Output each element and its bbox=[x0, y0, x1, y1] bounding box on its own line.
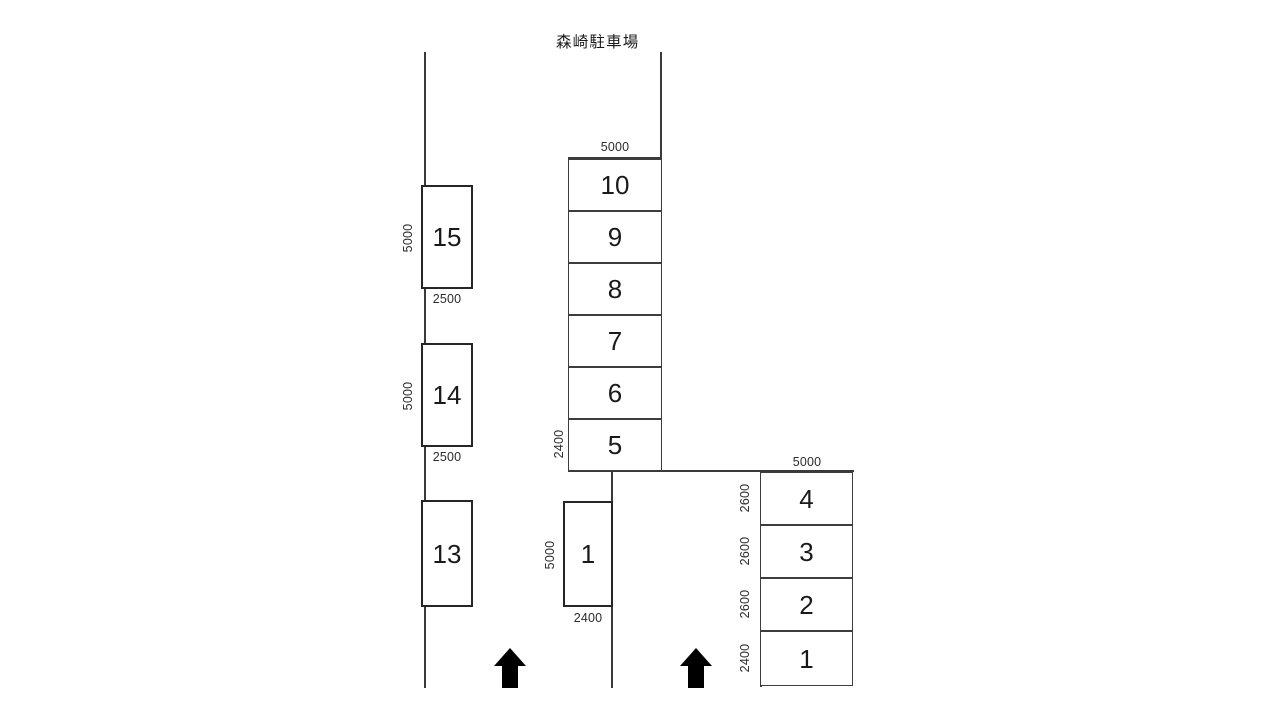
stall-7[interactable]: 7 bbox=[568, 315, 662, 367]
middle-to-right-connector-line bbox=[568, 470, 762, 472]
stall-14-width-label: 2500 bbox=[432, 450, 462, 464]
stall-15-width-label: 2500 bbox=[432, 292, 462, 306]
up-arrow-icon bbox=[494, 648, 526, 688]
right-stall-2-height-label: 2600 bbox=[738, 589, 752, 619]
right-stall-3-height-label: 2600 bbox=[738, 536, 752, 566]
stall-8-number: 8 bbox=[607, 274, 623, 304]
stall-9-number: 9 bbox=[607, 222, 623, 252]
stall-15-height-label: 5000 bbox=[401, 223, 415, 253]
right-stall-2-number: 2 bbox=[799, 589, 814, 620]
entrance-arrow-left bbox=[493, 647, 527, 694]
middle-column-width-label: 5000 bbox=[600, 140, 630, 154]
right-column-top-dimension-line bbox=[760, 470, 854, 472]
stall-10-number: 10 bbox=[600, 170, 630, 200]
entrance-arrow-right bbox=[679, 647, 713, 694]
stall-15-number: 15 bbox=[432, 222, 462, 252]
right-stall-1-number: 1 bbox=[799, 643, 814, 674]
stall-13[interactable]: 13 bbox=[421, 500, 473, 607]
middle-stall-1-height-label: 5000 bbox=[543, 540, 557, 570]
up-arrow-icon bbox=[680, 648, 712, 688]
right-stall-4[interactable]: 4 bbox=[760, 472, 853, 525]
right-stall-4-number: 4 bbox=[799, 483, 814, 514]
page-title: 森崎駐車場 bbox=[556, 33, 640, 51]
stall-6-number: 6 bbox=[607, 378, 623, 408]
middle-column-top-dimension-line bbox=[568, 157, 662, 159]
stall-13-number: 13 bbox=[432, 538, 462, 569]
stall-14-height-label: 5000 bbox=[401, 381, 415, 411]
right-stall-1[interactable]: 1 bbox=[760, 631, 853, 686]
middle-stall-1-width-label: 2400 bbox=[573, 611, 603, 625]
right-stall-3[interactable]: 3 bbox=[760, 525, 853, 578]
right-stall-1-height-label: 2400 bbox=[738, 643, 752, 673]
middle-stall-1[interactable]: 1 bbox=[563, 501, 613, 607]
right-stall-3-number: 3 bbox=[799, 536, 814, 567]
stall-5[interactable]: 5 bbox=[568, 419, 662, 471]
stall-14[interactable]: 14 bbox=[421, 343, 473, 447]
stall-10[interactable]: 10 bbox=[568, 159, 662, 211]
stall-6[interactable]: 6 bbox=[568, 367, 662, 419]
stall-9[interactable]: 9 bbox=[568, 211, 662, 263]
stall-14-number: 14 bbox=[432, 380, 462, 410]
right-column-width-label: 5000 bbox=[792, 455, 822, 469]
stall-15[interactable]: 15 bbox=[421, 185, 473, 289]
right-stall-2[interactable]: 2 bbox=[760, 578, 853, 631]
stall-5-height-label: 2400 bbox=[552, 429, 566, 459]
stall-5-number: 5 bbox=[607, 430, 623, 460]
middle-stall-1-number: 1 bbox=[580, 539, 596, 569]
stall-8[interactable]: 8 bbox=[568, 263, 662, 315]
right-road-line-upper bbox=[660, 52, 662, 157]
stall-7-number: 7 bbox=[607, 326, 623, 356]
right-stall-4-height-label: 2600 bbox=[738, 483, 752, 513]
